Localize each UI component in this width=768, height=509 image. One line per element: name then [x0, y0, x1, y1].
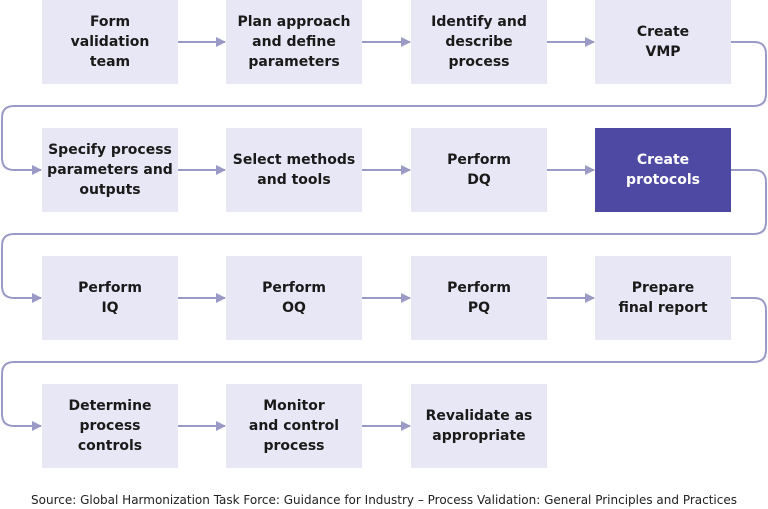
wrap-connector	[1, 297, 767, 431]
step-box: Specify process parameters and outputs	[42, 128, 178, 212]
step-box: Perform OQ	[226, 256, 362, 340]
step-box: Perform IQ	[42, 256, 178, 340]
wrap-connector	[1, 169, 767, 303]
step-box: Revalidate as appropriate	[411, 384, 547, 468]
step-box: Prepare final report	[595, 256, 731, 340]
source-caption: Source: Global Harmonization Task Force:…	[31, 493, 737, 507]
step-box: Create protocols	[595, 128, 731, 212]
step-box: Perform PQ	[411, 256, 547, 340]
step-box: Form validation team	[42, 0, 178, 84]
step-box: Determine process controls	[42, 384, 178, 468]
step-box: Create VMP	[595, 0, 731, 84]
step-box: Identify and describe process	[411, 0, 547, 84]
step-box: Monitor and control process	[226, 384, 362, 468]
step-box: Perform DQ	[411, 128, 547, 212]
step-box: Plan approach and define parameters	[226, 0, 362, 84]
step-box: Select methods and tools	[226, 128, 362, 212]
wrap-connector	[1, 41, 767, 175]
